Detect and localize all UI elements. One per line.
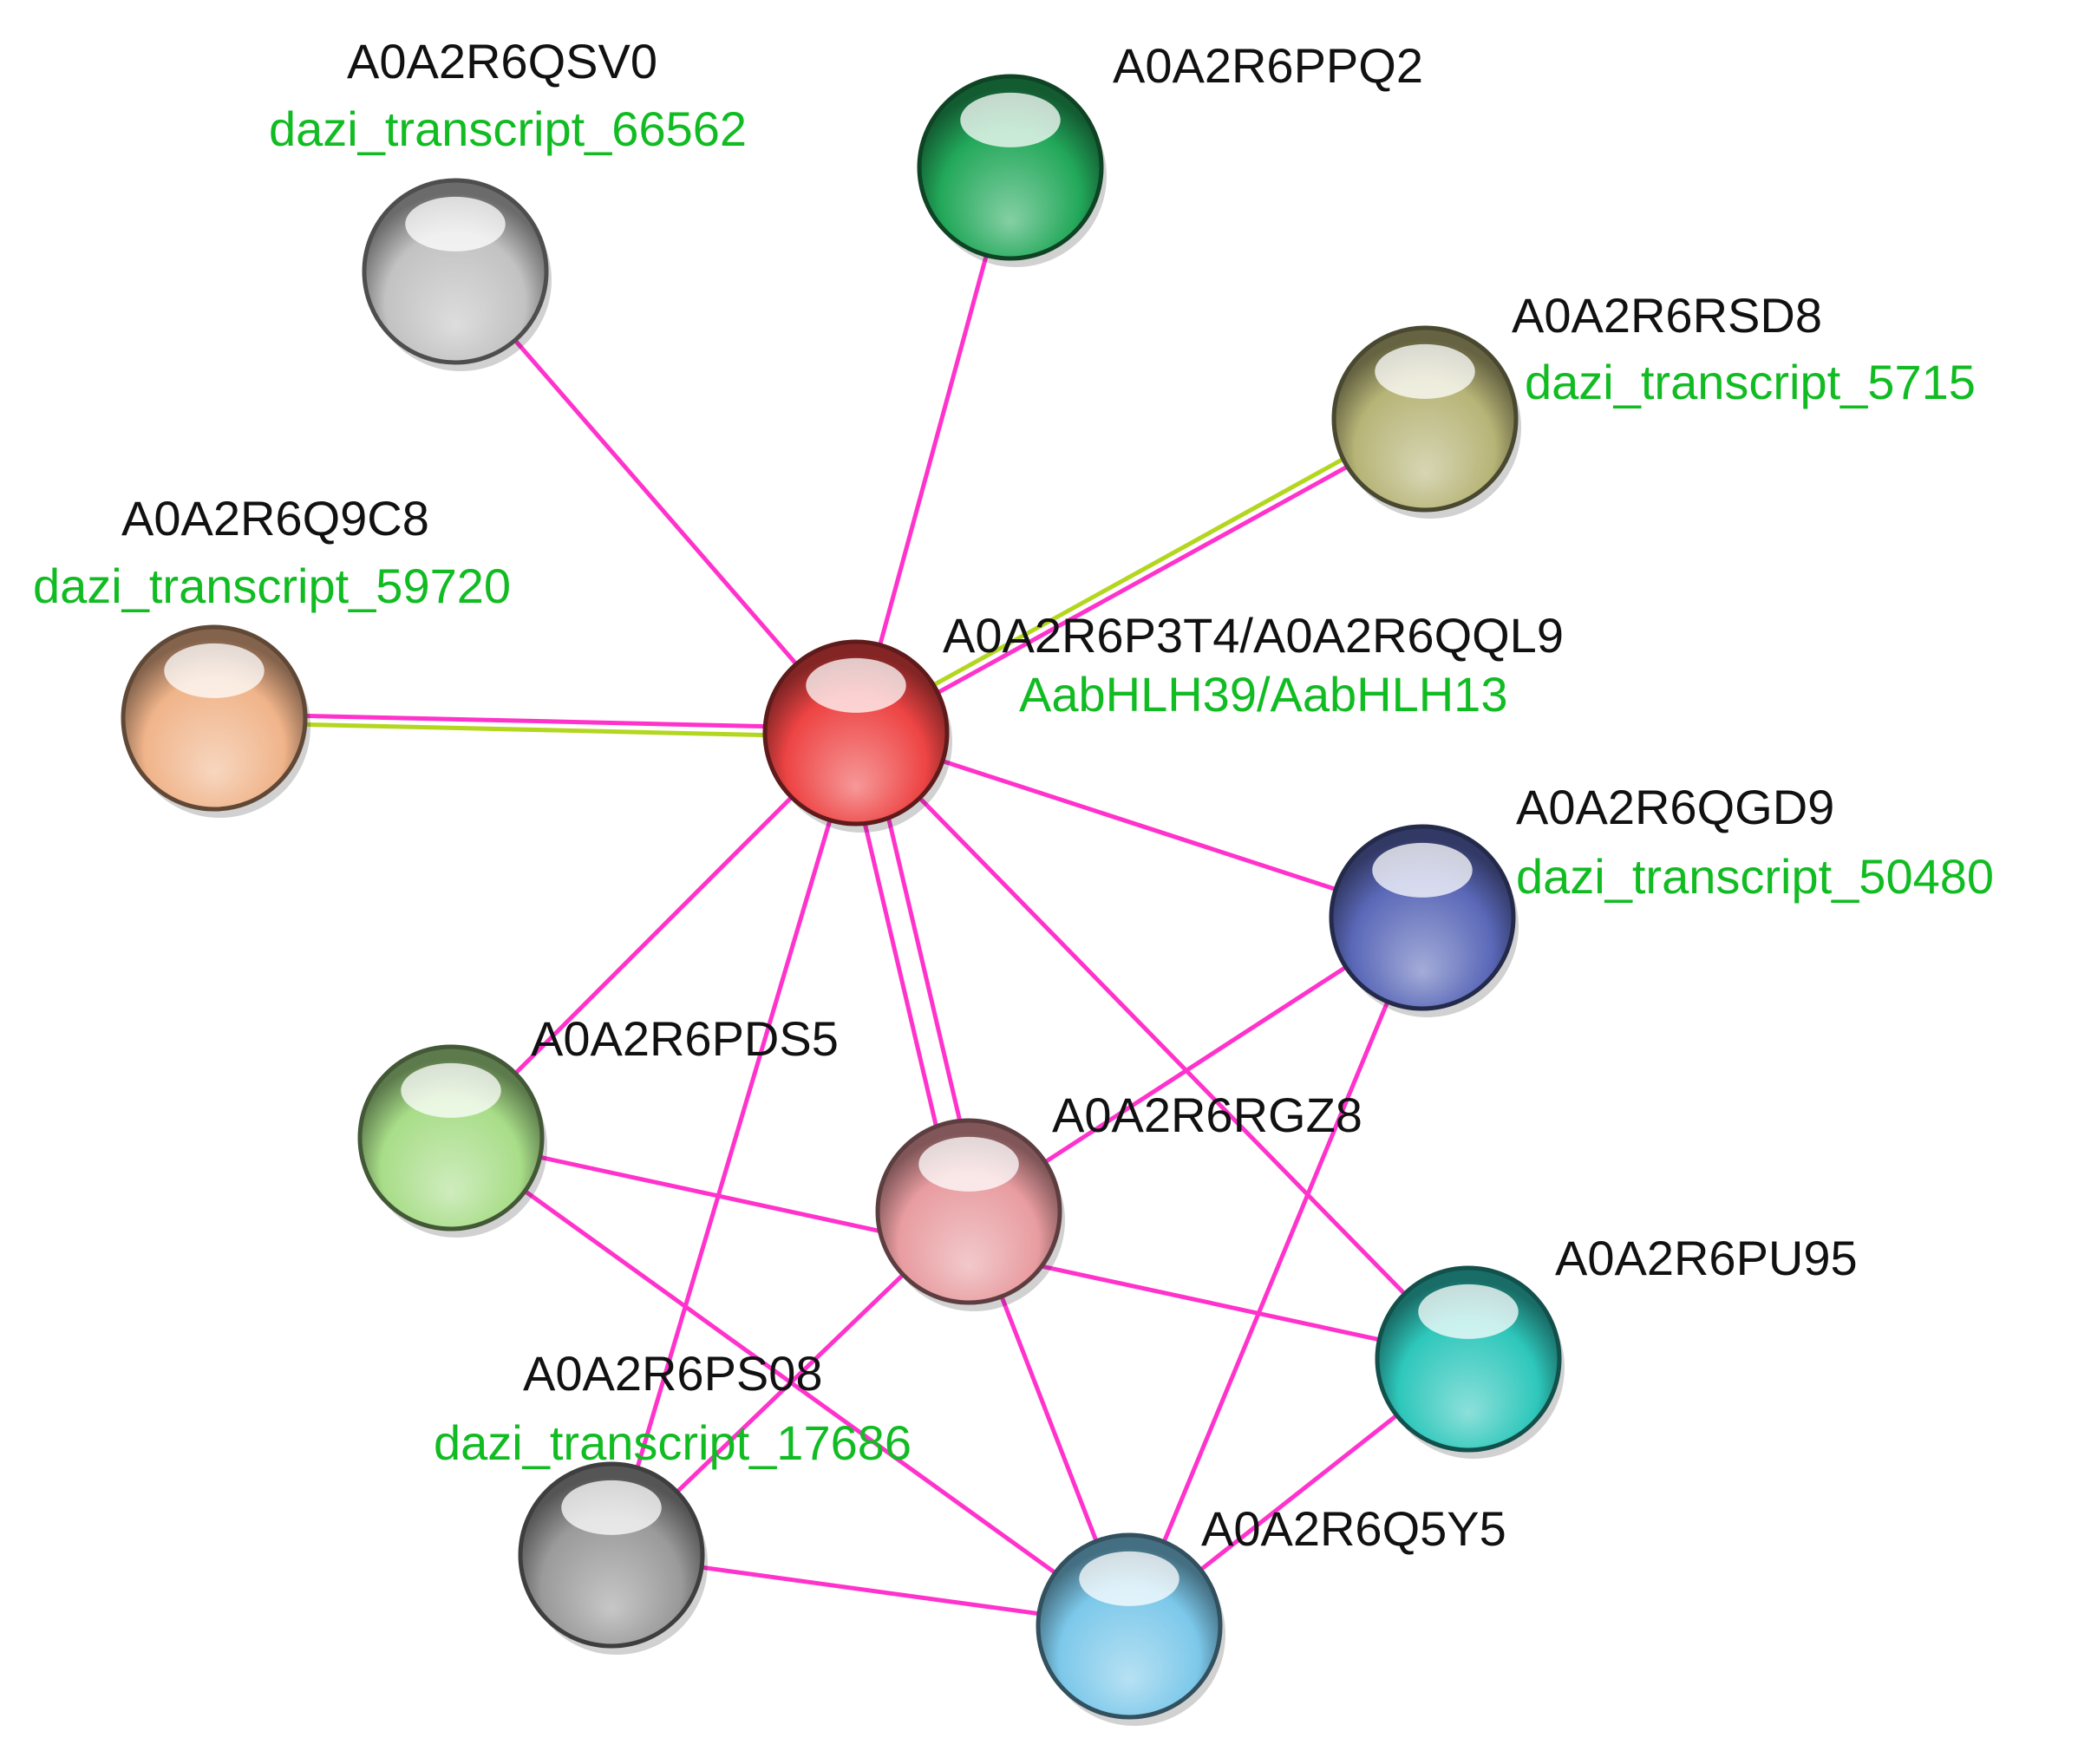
edge-p3t4-q9c8 xyxy=(214,711,857,731)
edge-p3t4-qsv0 xyxy=(454,270,858,735)
node-sublabel-rsd8: dazi_transcript_5715 xyxy=(1525,355,1976,409)
edge-p3t4-rsd8 xyxy=(857,421,1428,739)
node-label-rsd8: A0A2R6RSD8 xyxy=(1512,288,1822,343)
edge-p3t4-qgd9 xyxy=(855,730,1423,920)
node-highlight xyxy=(164,643,265,698)
node-rsd8[interactable] xyxy=(1331,325,1521,519)
labels-layer: A0A2R6QSV0 dazi_transcript_66562 A0A2R6PPQ… xyxy=(33,34,1994,1556)
node-rgz8[interactable] xyxy=(875,1118,1065,1311)
node-highlight xyxy=(1372,842,1473,898)
nodes-layer xyxy=(121,74,1565,1726)
node-qsv0[interactable] xyxy=(362,178,552,371)
node-label-p3t4: A0A2R6P3T4/A0A2R6QQL9 xyxy=(943,608,1564,663)
node-highlight xyxy=(401,1062,501,1118)
edge-p3t4-ppq2 xyxy=(853,167,1013,734)
node-sublabel-qgd9: dazi_transcript_50480 xyxy=(1516,849,1994,904)
node-highlight xyxy=(1375,343,1475,399)
node-sublabel-qsv0: dazi_transcript_66562 xyxy=(269,101,747,156)
node-q5y5[interactable] xyxy=(1036,1532,1225,1726)
node-label-rgz8: A0A2R6RGZ8 xyxy=(1052,1088,1362,1142)
node-label-q9c8: A0A2R6Q9C8 xyxy=(121,491,429,546)
node-label-pu95: A0A2R6PU95 xyxy=(1555,1231,1858,1285)
node-sublabel-q9c8: dazi_transcript_59720 xyxy=(33,559,511,613)
node-label-ps08: A0A2R6PS08 xyxy=(523,1346,823,1401)
edge-p3t4-q9c8-secondary xyxy=(213,720,856,740)
node-q9c8[interactable] xyxy=(121,624,310,818)
node-highlight xyxy=(561,1480,662,1535)
node-highlight xyxy=(806,657,906,713)
node-label-qsv0: A0A2R6QSV0 xyxy=(347,34,657,88)
node-qgd9[interactable] xyxy=(1329,824,1519,1017)
node-sublabel-p3t4: AabHLH39/AabHLH13 xyxy=(1019,667,1507,722)
node-highlight xyxy=(405,196,506,252)
node-highlight xyxy=(960,92,1061,147)
edge-qgd9-q5y5 xyxy=(1127,917,1425,1627)
node-pu95[interactable] xyxy=(1375,1265,1565,1459)
node-label-pds5: A0A2R6PDS5 xyxy=(531,1011,839,1066)
edges-layer xyxy=(213,167,1470,1629)
node-pds5[interactable] xyxy=(357,1044,547,1238)
node-label-ppq2: A0A2R6PPQ2 xyxy=(1113,38,1423,93)
node-highlight xyxy=(918,1136,1019,1192)
edge-p3t4-ps08 xyxy=(609,732,859,1556)
node-highlight xyxy=(1079,1551,1179,1606)
edge-p3t4-pu95 xyxy=(854,731,1470,1361)
node-label-qgd9: A0A2R6QGD9 xyxy=(1516,780,1834,834)
node-ps08[interactable] xyxy=(518,1461,708,1655)
node-ppq2[interactable] xyxy=(917,74,1107,267)
edge-p3t4-rsd8-secondary xyxy=(853,413,1424,731)
edge-p3t4-pds5 xyxy=(449,731,858,1140)
node-label-q5y5: A0A2R6Q5Y5 xyxy=(1201,1501,1506,1556)
node-sublabel-ps08: dazi_transcript_17686 xyxy=(434,1415,912,1470)
node-p3t4[interactable] xyxy=(762,639,952,833)
node-highlight xyxy=(1418,1284,1519,1339)
